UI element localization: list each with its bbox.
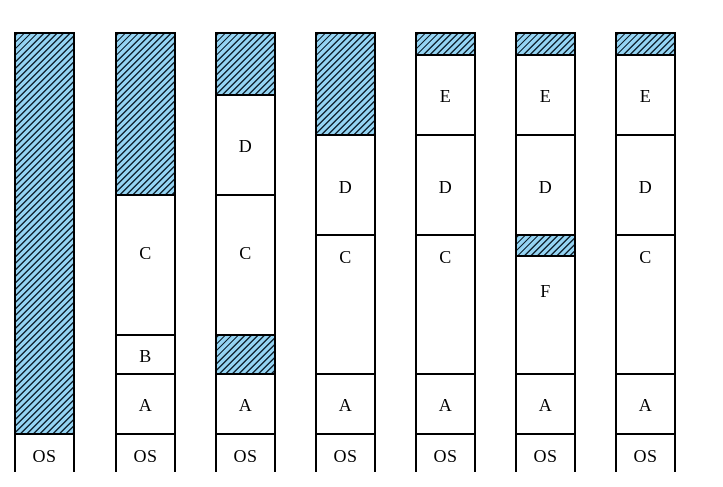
segment-label: E xyxy=(439,86,452,106)
free-space-segment xyxy=(417,34,474,54)
segment-label: B xyxy=(139,346,152,366)
memory-column-stage-7: E D C A OS xyxy=(615,32,676,474)
free-space-segment xyxy=(317,34,374,134)
free-space-segment xyxy=(517,34,574,54)
process-segment-B: B xyxy=(117,334,174,373)
segment-label: OS xyxy=(233,446,258,466)
free-space-segment xyxy=(117,34,174,194)
segment-label: D xyxy=(338,177,353,197)
process-segment-E: E xyxy=(617,54,674,134)
segment-label: A xyxy=(538,395,553,415)
segment-label: A xyxy=(338,395,353,415)
process-segment-C: C xyxy=(417,234,474,373)
process-segment-A: A xyxy=(617,373,674,433)
free-space-segment xyxy=(517,234,574,255)
segment-label: A xyxy=(438,395,453,415)
segment-label: A xyxy=(238,395,253,415)
segment-label: C xyxy=(339,247,352,267)
process-segment-A: A xyxy=(117,373,174,433)
segment-label: D xyxy=(238,136,253,156)
process-segment-E: E xyxy=(417,54,474,134)
memory-column-stage-1: OS xyxy=(14,32,75,474)
process-segment-A: A xyxy=(317,373,374,433)
segment-label: D xyxy=(538,177,553,197)
os-segment: OS xyxy=(517,433,574,474)
free-space-segment xyxy=(217,334,274,373)
os-segment: OS xyxy=(617,433,674,474)
segment-label: OS xyxy=(433,446,458,466)
process-segment-C: C xyxy=(217,194,274,334)
segment-label: A xyxy=(138,395,153,415)
os-segment: OS xyxy=(117,433,174,474)
segment-label: E xyxy=(639,86,652,106)
process-segment-D: D xyxy=(217,94,274,194)
segment-label: D xyxy=(438,177,453,197)
os-segment: OS xyxy=(217,433,274,474)
segment-label: OS xyxy=(633,446,658,466)
memory-column-stage-3: D C A OS xyxy=(215,32,276,474)
process-segment-A: A xyxy=(417,373,474,433)
process-segment-C: C xyxy=(317,234,374,373)
segment-label: OS xyxy=(133,446,158,466)
segment-label: OS xyxy=(533,446,558,466)
os-segment: OS xyxy=(16,433,73,474)
memory-column-stage-4: D C A OS xyxy=(315,32,376,474)
free-space-segment xyxy=(617,34,674,54)
segment-label: C xyxy=(639,247,652,267)
segment-label: C xyxy=(439,247,452,267)
os-segment: OS xyxy=(317,433,374,474)
process-segment-A: A xyxy=(217,373,274,433)
process-segment-D: D xyxy=(517,134,574,234)
process-segment-D: D xyxy=(317,134,374,234)
segment-label: F xyxy=(540,281,551,301)
process-segment-E: E xyxy=(517,54,574,134)
process-segment-D: D xyxy=(417,134,474,234)
process-segment-C: C xyxy=(117,194,174,334)
segment-label: D xyxy=(638,177,653,197)
process-segment-F: F xyxy=(517,255,574,373)
free-space-segment xyxy=(16,34,73,433)
os-segment: OS xyxy=(417,433,474,474)
memory-column-stage-5: E D C A OS xyxy=(415,32,476,474)
memory-column-stage-2: C B A OS xyxy=(115,32,176,474)
segment-label: A xyxy=(638,395,653,415)
process-segment-C: C xyxy=(617,234,674,373)
segment-label: E xyxy=(539,86,552,106)
segment-label: C xyxy=(139,243,152,263)
segment-label: OS xyxy=(32,446,57,466)
free-space-segment xyxy=(217,34,274,94)
process-segment-D: D xyxy=(617,134,674,234)
memory-column-stage-6: E D F A OS xyxy=(515,32,576,474)
segment-label: OS xyxy=(333,446,358,466)
process-segment-A: A xyxy=(517,373,574,433)
segment-label: C xyxy=(239,243,252,263)
